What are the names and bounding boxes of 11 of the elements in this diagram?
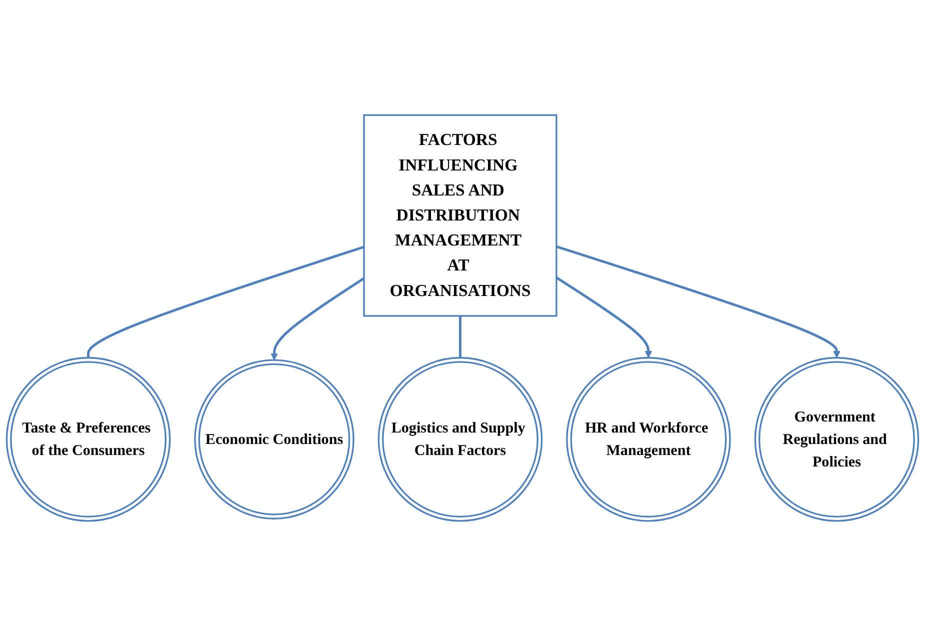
arrow <box>270 277 365 360</box>
arrow <box>556 245 840 358</box>
arrow <box>556 276 652 358</box>
node-circle: Government Regulations and Policies <box>754 356 920 522</box>
connector <box>458 316 462 358</box>
node-circle: Economic Conditions <box>194 359 354 520</box>
node-circle: Taste & Preferences of the Consumers <box>6 356 171 522</box>
node-circle: HR and Workforce Management <box>566 356 731 522</box>
node-box: FACTORS INFLUENCING SALES AND DISTRIBUTION MANAGEMENT AT ORGANISATIONS <box>363 114 558 317</box>
node-circle: Logistics and Supply Chain Factors <box>378 356 543 522</box>
connector <box>87 246 364 358</box>
